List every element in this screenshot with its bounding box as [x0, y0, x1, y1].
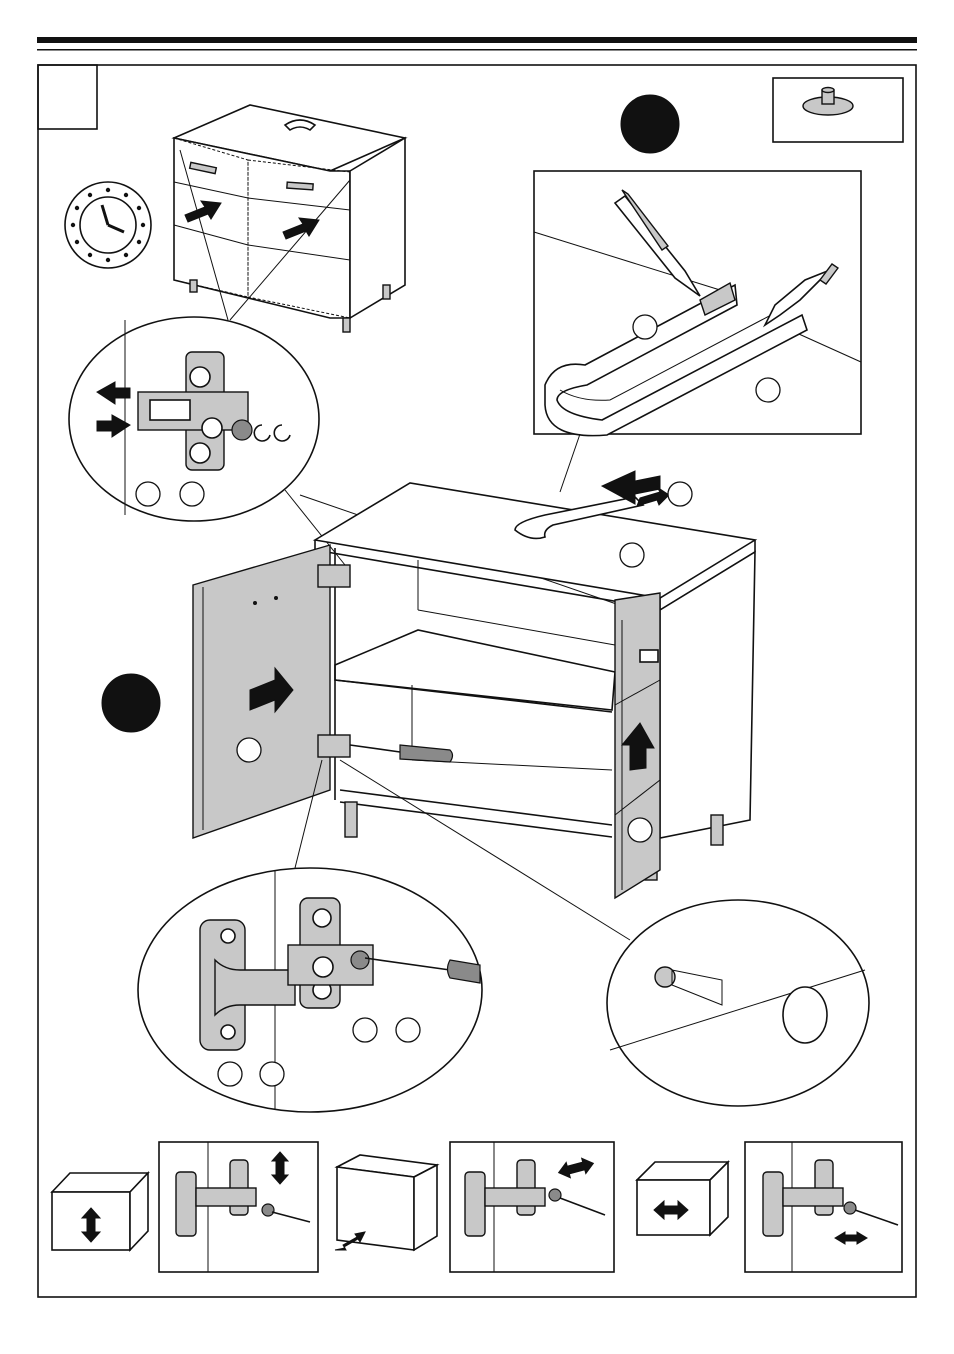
leader-line — [294, 759, 323, 869]
buffer-detail-circle — [606, 899, 870, 1107]
adjust-detail-depth — [449, 1141, 615, 1273]
cabinet-with-drawers — [171, 104, 408, 333]
page-frame — [37, 64, 917, 1298]
adjustment-row — [50, 1141, 903, 1273]
leader-line — [339, 759, 631, 941]
header-rule — [37, 37, 917, 51]
knob-inset — [772, 77, 904, 143]
leader-line — [559, 433, 581, 493]
double-arrow-horizontal-icon — [653, 1199, 689, 1221]
adjust-detail-horizontal — [744, 1141, 903, 1273]
main-cabinet — [192, 470, 758, 900]
black-dot-icon — [101, 673, 161, 733]
adjust-cube-depth — [334, 1154, 440, 1252]
step-number-box — [37, 64, 98, 130]
clock-icon — [64, 181, 152, 269]
hinge-adjust-circle — [137, 867, 483, 1113]
black-dot-icon — [620, 94, 680, 154]
adjust-cube-horizontal — [635, 1160, 730, 1237]
double-arrow-vertical-icon — [80, 1207, 102, 1243]
hinge-detail-circle — [68, 316, 320, 522]
adjust-detail-vertical — [158, 1141, 319, 1273]
adjust-cube-vertical — [50, 1170, 150, 1253]
double-arrow-diagonal-icon — [334, 1231, 366, 1251]
knob-icon — [802, 86, 854, 116]
cutout-detail-box — [533, 170, 862, 437]
